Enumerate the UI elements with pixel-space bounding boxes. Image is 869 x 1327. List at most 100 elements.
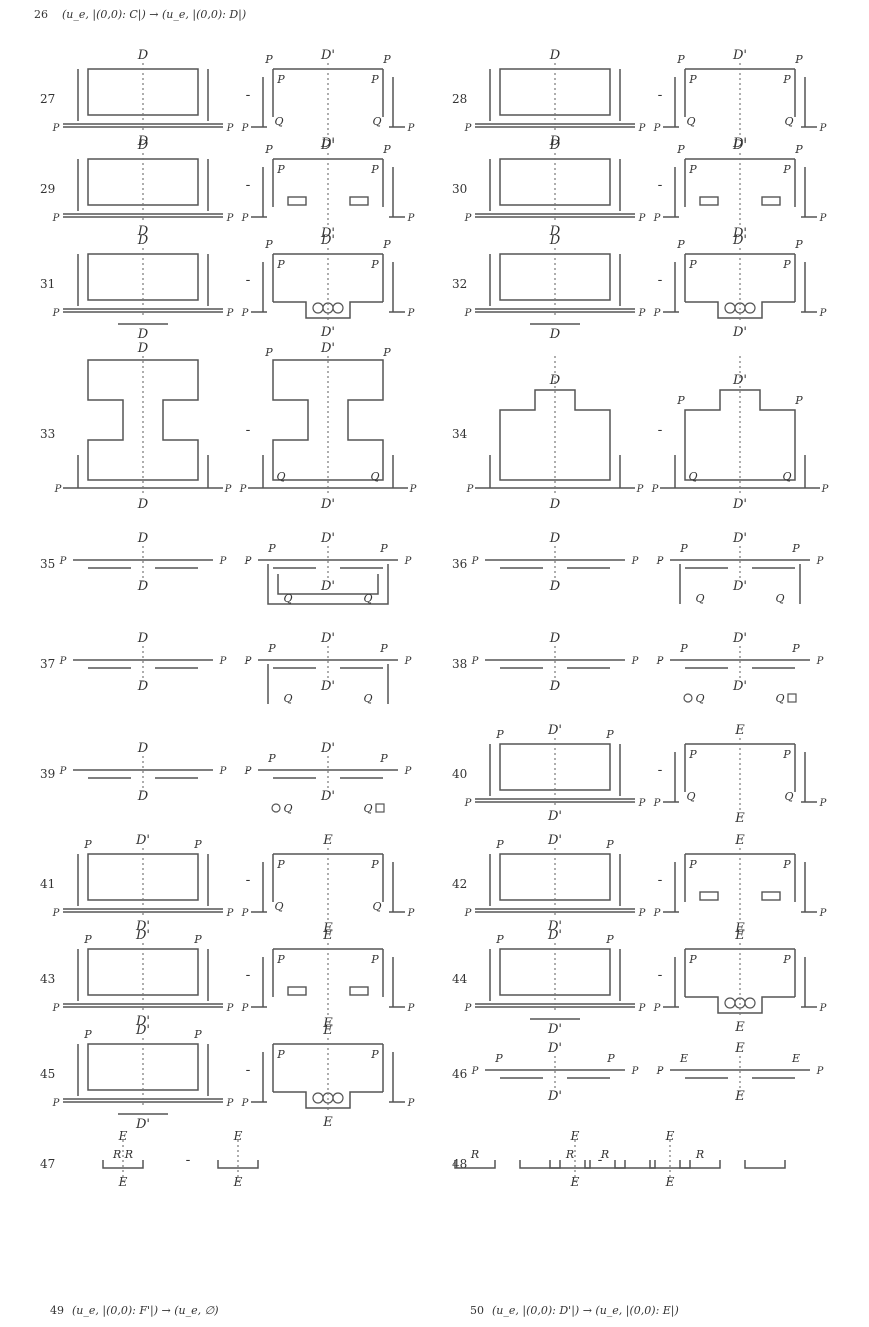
bracket-label: R: [565, 1148, 574, 1161]
rule-number: 41: [40, 877, 55, 891]
port-right-label: P: [219, 556, 227, 567]
port-left-label: P: [244, 766, 252, 777]
base-left-label: Q: [283, 802, 292, 815]
rule-number: 42: [452, 877, 467, 891]
top-label: D: [137, 341, 149, 356]
corner-left-label: P: [676, 143, 685, 156]
rule-36: 36DDPP-D'D'PPPPQQ: [452, 531, 824, 605]
bottom-label: E: [570, 1175, 580, 1189]
port-left-label: P: [464, 798, 472, 809]
corner-right-label: P: [794, 53, 803, 66]
top-label: D': [732, 48, 747, 63]
rewrite-arrow: -: [658, 422, 663, 438]
inner-right-label: P: [370, 953, 379, 966]
bracket-label: R: [470, 1148, 479, 1161]
top-label: D': [547, 723, 562, 738]
top-label: E: [734, 1041, 745, 1056]
corner-right-label: P: [791, 542, 800, 555]
port-right-label: P: [407, 213, 415, 224]
inner-left-label: P: [688, 73, 697, 86]
inner-right-label: P: [370, 73, 379, 86]
inner-right-label: P: [782, 163, 791, 176]
port-left-label: P: [59, 766, 67, 777]
port-right-label: P: [226, 123, 234, 134]
rule-number: 36: [452, 557, 467, 571]
port-left-label: P: [464, 908, 472, 919]
base-right-label: Q: [363, 592, 372, 605]
corner-left-label: P: [83, 933, 92, 946]
top-label: E: [322, 833, 333, 848]
bottom-label: E: [118, 1175, 128, 1189]
corner-right-label: P: [382, 346, 391, 359]
bottom-label: E: [734, 1089, 745, 1104]
top-label: D: [137, 531, 149, 546]
bottom-label: D': [732, 579, 747, 594]
bottom-label: E: [322, 1115, 333, 1130]
rule-39: 39DDPP-D'D'PPPPQQ: [40, 741, 412, 815]
top-label: D: [137, 48, 149, 63]
rewrite-arrow: -: [246, 177, 251, 193]
port-left-label: P: [651, 484, 659, 495]
port-right-label: P: [226, 1098, 234, 1109]
port-right-label: P: [816, 1066, 824, 1077]
bottom-label: D': [547, 1022, 562, 1037]
base-right-label: Q: [363, 692, 372, 705]
rule-number: 29: [40, 182, 55, 196]
small-square: [788, 694, 796, 702]
bottom-label: E: [233, 1175, 243, 1189]
base-left-label: Q: [274, 115, 283, 128]
port-right-label: P: [407, 308, 415, 319]
port-left-label: P: [656, 556, 664, 567]
rule-47: 47R REE-EE: [40, 1129, 258, 1189]
base-right-label: Q: [784, 115, 793, 128]
port-right-label: P: [226, 213, 234, 224]
port-left-label: P: [464, 213, 472, 224]
small-square: [376, 804, 384, 812]
top-label: E: [570, 1129, 580, 1143]
rule-number: 49: [50, 1304, 64, 1317]
bottom-label: D: [137, 327, 149, 342]
rewrite-arrow: -: [658, 272, 663, 288]
inner-right-label: P: [782, 953, 791, 966]
port-right-label: P: [407, 1098, 415, 1109]
bracket: [520, 1160, 560, 1168]
rule-number: 44: [452, 972, 468, 986]
rule-32: 32DDPP-D'D'PPPPPP: [452, 233, 827, 342]
rule-46: 46D'D'PPPP-EEPPEE: [452, 1041, 824, 1104]
bottom-label: D: [137, 579, 149, 594]
rule-number: 47: [40, 1157, 55, 1171]
rule-28: 28DDPP-D'D'PPPPQQPP: [452, 48, 827, 151]
port-left-label: P: [653, 1003, 661, 1014]
rule-43: 43D'D'PPPP-EEPPPP: [40, 928, 415, 1031]
bottom-label: D': [547, 809, 562, 824]
top-label: D: [549, 48, 561, 63]
top-label: D: [137, 631, 149, 646]
inner-right-label: P: [370, 858, 379, 871]
corner-right-label: P: [606, 1052, 615, 1065]
port-left-label: P: [241, 908, 249, 919]
top-label: D': [547, 928, 562, 943]
corner-right-label: P: [791, 642, 800, 655]
rewrite-arrow: -: [246, 87, 251, 103]
port-left-label: P: [54, 484, 62, 495]
corner-right-label: P: [193, 933, 202, 946]
rule-45: 45D'D'PPPP-EEPPPP: [40, 1023, 415, 1132]
port-left-label: P: [241, 1003, 249, 1014]
bottom-label: D': [320, 789, 335, 804]
port-right-label: P: [819, 123, 827, 134]
port-left-label: P: [241, 123, 249, 134]
inner-left-label: P: [688, 258, 697, 271]
corner-left-label: E: [679, 1052, 688, 1065]
rule-number: 43: [40, 972, 55, 986]
port-right-label: P: [638, 1003, 646, 1014]
top-label: D: [549, 138, 561, 153]
base-right-label: Q: [372, 900, 381, 913]
port-right-label: P: [219, 656, 227, 667]
port-right-label: P: [638, 308, 646, 319]
base-right-label: Q: [784, 790, 793, 803]
port-right-label: P: [409, 484, 417, 495]
top-label: D': [732, 631, 747, 646]
corner-right-label: P: [382, 53, 391, 66]
top-label: E: [322, 928, 333, 943]
